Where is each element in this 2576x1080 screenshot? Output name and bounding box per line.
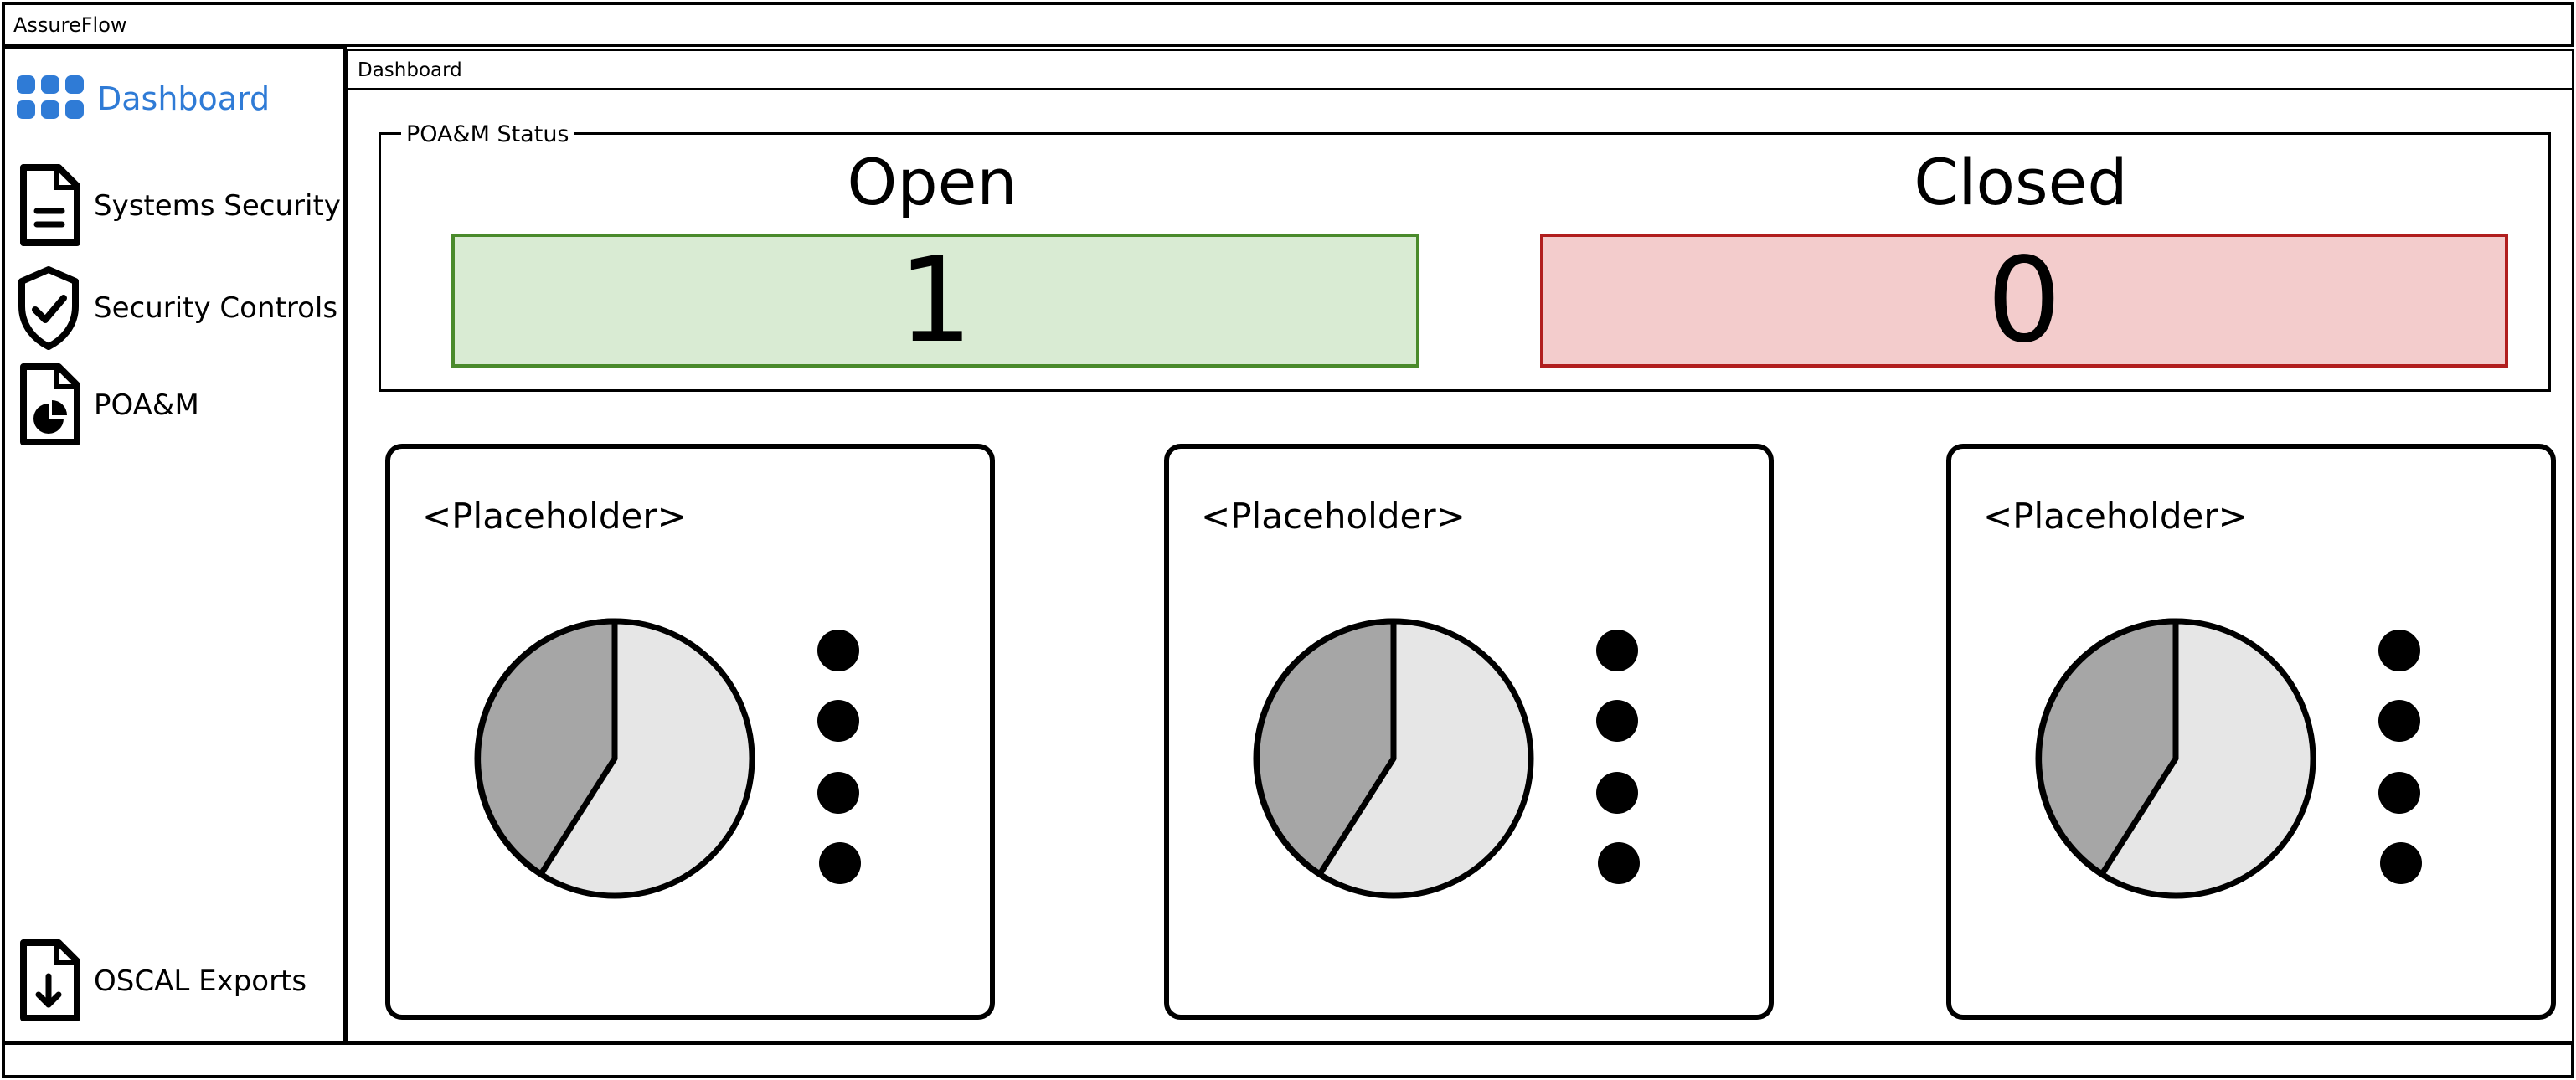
open-label: Open: [847, 145, 1018, 219]
sidebar-item-dashboard[interactable]: Dashboard: [15, 74, 270, 124]
menu-dot-icon: [1598, 842, 1640, 884]
card-title: <Placeholder>: [422, 496, 687, 537]
poam-status-panel: POA&M Status Open Closed 1 0: [379, 121, 2551, 392]
status-bar: [2, 1041, 2574, 1078]
shield-check-icon: [18, 266, 79, 350]
sidebar-item-poam[interactable]: POA&M: [15, 362, 199, 449]
pie-chart-icon: [1253, 618, 1534, 899]
app-title: AssureFlow: [13, 13, 127, 37]
menu-dot-icon: [1596, 700, 1638, 742]
app-titlebar: AssureFlow: [2, 2, 2574, 47]
document-icon: [20, 164, 80, 246]
menu-dot-icon: [2378, 700, 2420, 742]
placeholder-card-1[interactable]: <Placeholder>: [385, 444, 995, 1020]
closed-count-box[interactable]: 0: [1540, 232, 2508, 369]
card-title: <Placeholder>: [1201, 496, 1466, 537]
menu-dot-icon: [819, 842, 861, 884]
sidebar: Dashboard Systems Security Security Cont…: [2, 45, 347, 1045]
card-title: <Placeholder>: [1983, 496, 2248, 537]
sidebar-item-security-controls[interactable]: Security Controls: [15, 265, 337, 352]
poam-status-legend: POA&M Status: [401, 121, 574, 147]
pie-chart-icon: [474, 618, 755, 899]
menu-dot-icon: [2378, 772, 2420, 814]
grid-icon: [17, 75, 84, 119]
download-document-icon: [20, 939, 80, 1021]
sidebar-item-systems-security[interactable]: Systems Security: [15, 162, 341, 249]
menu-dot-icon: [2378, 630, 2420, 671]
menu-dot-icon: [817, 700, 859, 742]
open-count: 1: [898, 232, 973, 369]
placeholder-card-2[interactable]: <Placeholder>: [1164, 444, 1774, 1020]
closed-label: Closed: [1914, 145, 2128, 219]
menu-dot-icon: [2380, 842, 2422, 884]
pie-chart-icon: [2035, 618, 2316, 899]
menu-dot-icon: [817, 772, 859, 814]
sidebar-item-label: OSCAL Exports: [94, 964, 307, 998]
sidebar-item-label: Systems Security: [94, 189, 341, 223]
menu-dot-icon: [1596, 772, 1638, 814]
placeholder-card-3[interactable]: <Placeholder>: [1946, 444, 2556, 1020]
sidebar-item-label: Security Controls: [94, 291, 338, 325]
open-count-box[interactable]: 1: [451, 232, 1419, 369]
sidebar-item-label: Dashboard: [97, 80, 270, 117]
pie-document-icon: [20, 363, 80, 445]
menu-dot-icon: [1596, 630, 1638, 671]
closed-count: 0: [1986, 232, 2062, 369]
menu-dot-icon: [817, 630, 859, 671]
sidebar-item-label: POA&M: [94, 388, 199, 422]
sidebar-item-oscal-exports[interactable]: OSCAL Exports: [15, 938, 307, 1025]
tab-bar: Dashboard: [345, 49, 2574, 90]
tab-dashboard[interactable]: Dashboard: [358, 59, 462, 81]
